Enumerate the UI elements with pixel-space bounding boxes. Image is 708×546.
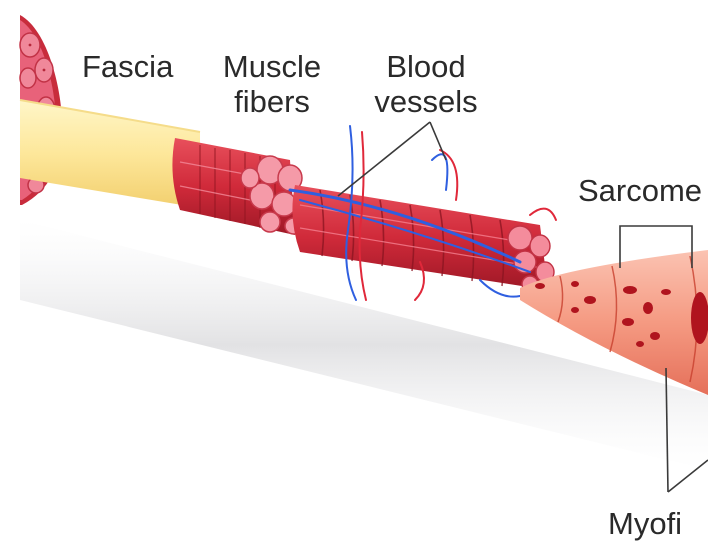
label-blood-vessels-line2: vessels (372, 85, 480, 119)
label-fascia: Fascia (82, 50, 173, 84)
label-muscle-fibers-line1: Muscle (214, 50, 330, 84)
label-muscle-fibers-line2: fibers (214, 85, 330, 119)
label-myofibril: Myofi (608, 507, 708, 541)
fascicle-icon (172, 138, 303, 235)
label-blood-vessels-line1: Blood (372, 50, 480, 84)
label-sarcomere: Sarcome (578, 174, 708, 208)
